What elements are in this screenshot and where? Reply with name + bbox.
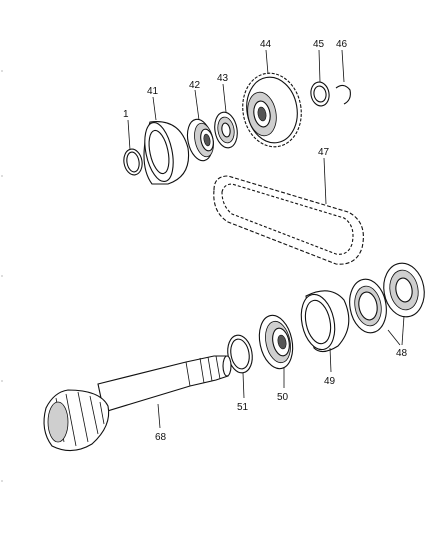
callout-43: 43 [217, 73, 229, 84]
part-50-bearing-cone [258, 314, 294, 370]
callout-48: 48 [396, 348, 408, 359]
leader-lines [127, 49, 405, 429]
callout-49: 49 [324, 376, 336, 387]
part-42-bearing-cone [186, 118, 214, 162]
part-41-bearing-cup [143, 120, 190, 185]
callout-50: 50 [277, 392, 289, 403]
part-45-thrust-ring [310, 81, 330, 107]
callout-46: 46 [336, 39, 348, 50]
part-68-pinion-shaft [43, 355, 232, 452]
callout-42: 42 [189, 80, 201, 91]
callout-47: 47 [318, 147, 330, 158]
callout-1: 1 [123, 109, 129, 120]
part-44-sprocket [242, 72, 302, 148]
part-48-bearing-cup [349, 262, 425, 334]
part-49-bearing-cup [300, 290, 350, 353]
part-51-snap-ring [227, 334, 253, 374]
callout-41: 41 [147, 86, 159, 97]
callout-45: 45 [313, 39, 325, 50]
callout-44: 44 [260, 39, 272, 50]
part-1-snap-ring [123, 148, 143, 176]
part-43-bearing [214, 111, 238, 149]
part-46-snap-ring [335, 84, 351, 105]
part-47-drive-chain [213, 175, 364, 265]
callout-68: 68 [155, 432, 167, 443]
callout-51: 51 [237, 402, 249, 413]
callout-labels: 1 41 42 43 44 45 46 47 48 49 50 51 68 [123, 39, 408, 443]
